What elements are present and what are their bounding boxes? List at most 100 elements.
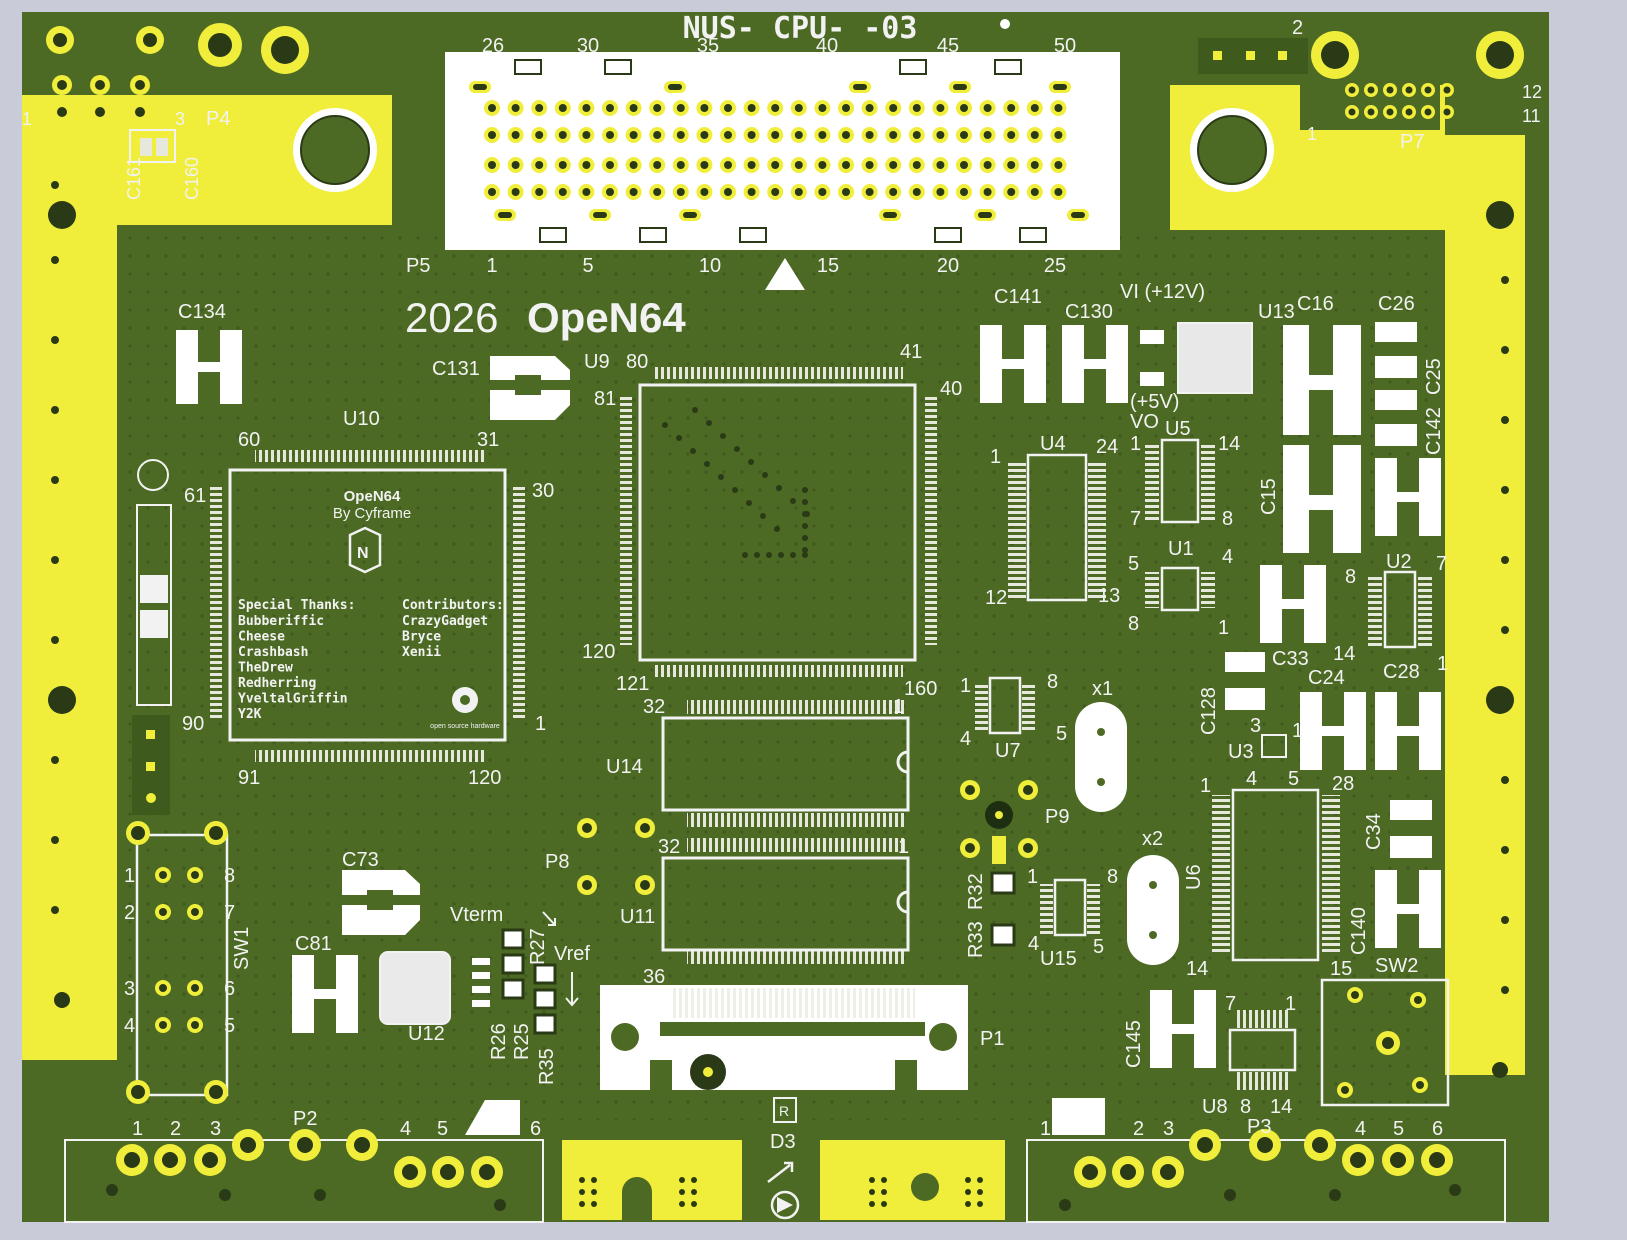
p5-bottom-pin-1: 5 xyxy=(582,255,593,277)
p8-label: P8 xyxy=(545,851,569,873)
p2-pin-6: 6 xyxy=(530,1118,541,1140)
u8-pin-8: 8 xyxy=(1240,1096,1251,1118)
u8-label: U8 xyxy=(1202,1096,1228,1118)
c160-label: C160 xyxy=(182,157,202,200)
r27-label: R27 xyxy=(527,928,549,965)
c131 xyxy=(490,356,570,420)
u10-pin-31: 31 xyxy=(477,429,499,451)
sw1-pin-5: 5 xyxy=(224,1015,235,1037)
thanks-name: Cheese xyxy=(238,630,285,645)
sw1-label: SW1 xyxy=(231,927,253,970)
u7-pin-5: 5 xyxy=(1056,723,1067,745)
u2-label: U2 xyxy=(1386,551,1412,573)
logo-subtitle: By Cyframe xyxy=(333,505,411,522)
sw1-pin-7: 7 xyxy=(224,902,235,924)
u9-pin-160: 160 xyxy=(904,678,937,700)
c15-label: C15 xyxy=(1258,478,1280,515)
left-marker-strip xyxy=(132,459,172,815)
u15-pin-1: 1 xyxy=(1027,866,1038,888)
u10-pin-91: 91 xyxy=(238,767,260,789)
c26 xyxy=(1375,322,1417,378)
p5-bottom-pin-3: 15 xyxy=(817,255,839,277)
c33-label: C33 xyxy=(1272,648,1309,670)
u10-pin-1: 1 xyxy=(535,713,546,735)
c28 xyxy=(1375,692,1441,770)
r35-label: R35 xyxy=(536,1048,558,1085)
c26-label: C26 xyxy=(1378,293,1415,315)
p5-bottom-pin-2: 10 xyxy=(699,255,721,277)
thanks-name: Crashbash xyxy=(238,645,308,660)
p8-connector xyxy=(577,818,655,895)
u6-pin-28: 28 xyxy=(1332,773,1354,795)
c130 xyxy=(1062,325,1128,403)
u1 xyxy=(1145,566,1215,612)
header-title: NUS- CPU- -03 xyxy=(683,11,918,46)
u9-pin-120: 120 xyxy=(582,641,615,663)
p9-connector xyxy=(960,780,1038,864)
p5-top-pin-3: 40 xyxy=(816,35,838,57)
u2-pin-1: 1 xyxy=(1437,653,1448,675)
u7-pin-8: 8 xyxy=(1047,671,1058,693)
c131-label: C131 xyxy=(432,358,480,380)
u4-pin-13: 13 xyxy=(1098,585,1120,607)
r32-label: R32 xyxy=(965,873,987,910)
thanks-header: Special Thanks: xyxy=(238,598,355,613)
u9-label: U9 xyxy=(584,351,610,373)
p2-pin-3: 3 xyxy=(210,1118,221,1140)
p2-pin-5: 5 xyxy=(437,1118,448,1140)
u15-pin-5: 5 xyxy=(1093,936,1104,958)
sw1-pin-8: 8 xyxy=(224,865,235,887)
u6-pin-1: 1 xyxy=(1200,775,1211,797)
p7-label: P7 xyxy=(1400,131,1424,153)
u11 xyxy=(661,838,910,964)
u2 xyxy=(1368,570,1432,649)
c130-label: C130 xyxy=(1065,301,1113,323)
sw2 xyxy=(1320,978,1450,1107)
c25 xyxy=(1375,390,1417,446)
p4-label: P4 xyxy=(206,108,230,130)
p5-label: P5 xyxy=(406,255,430,277)
sw1-pin-1: 1 xyxy=(124,865,135,887)
c142-label: C142 xyxy=(1423,407,1445,455)
u8-pin-14: 14 xyxy=(1270,1096,1292,1118)
u10-pin-61: 61 xyxy=(184,485,206,507)
u4 xyxy=(1008,453,1106,602)
u5-pin-14: 14 xyxy=(1218,433,1240,455)
c141-label: C141 xyxy=(994,286,1042,308)
p5-bottom-pin-5: 25 xyxy=(1044,255,1066,277)
c140 xyxy=(1375,870,1441,948)
c145 xyxy=(1150,990,1216,1068)
r25-label: R25 xyxy=(511,1023,533,1060)
p4-pin-3: 3 xyxy=(175,109,185,129)
u9-pin-121: 121 xyxy=(616,673,649,695)
u9-pin-81: 81 xyxy=(594,388,616,410)
u10-pin-30: 30 xyxy=(532,480,554,502)
logo-title: OpeN64 xyxy=(344,488,401,505)
c24-label: C24 xyxy=(1308,667,1345,689)
u15-pin-4: 4 xyxy=(1028,933,1039,955)
c73-label: C73 xyxy=(342,849,379,871)
u14-pin-32: 32 xyxy=(643,696,665,718)
main-title-name: OpeN64 xyxy=(527,294,686,341)
u1-label: U1 xyxy=(1168,538,1194,560)
p2-label: P2 xyxy=(293,1108,317,1130)
c145-label: C145 xyxy=(1123,1020,1145,1068)
u15-label: U15 xyxy=(1040,948,1077,970)
p1-connector xyxy=(600,985,968,1090)
u3-pin-5: 5 xyxy=(1288,768,1299,790)
u8 xyxy=(1228,1010,1297,1090)
u9-pin-41: 41 xyxy=(900,341,922,363)
c24 xyxy=(1300,692,1366,770)
p7-connector xyxy=(1345,83,1454,119)
u1-pin-4: 4 xyxy=(1222,546,1233,568)
p7-pin-12: 12 xyxy=(1522,82,1542,102)
c73 xyxy=(342,870,420,935)
u9-pin-80: 80 xyxy=(626,351,648,373)
p7-pin-11: 11 xyxy=(1522,106,1541,126)
u15-pin-8: 8 xyxy=(1107,866,1118,888)
u7 xyxy=(975,676,1035,735)
p2-pin-4: 4 xyxy=(400,1118,411,1140)
